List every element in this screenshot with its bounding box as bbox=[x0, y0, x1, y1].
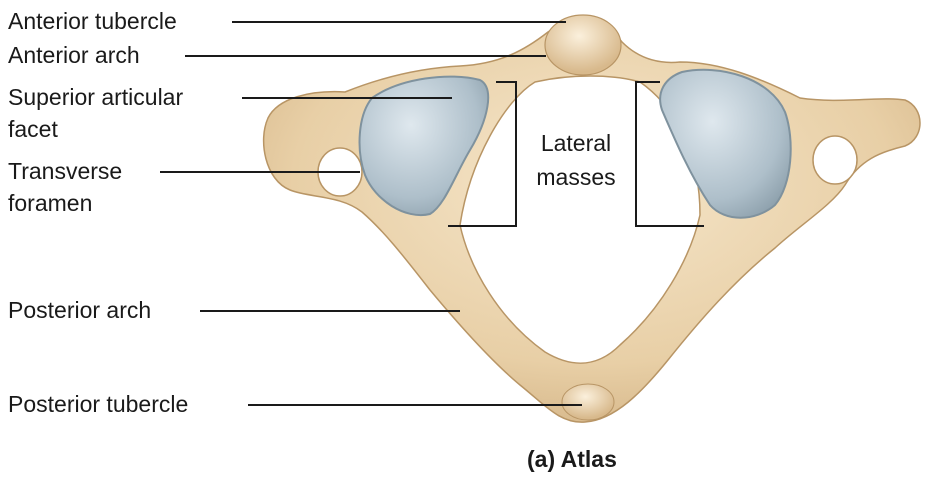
anterior-tubercle-label: Anterior tubercle bbox=[8, 4, 177, 38]
anterior-tubercle-shape bbox=[545, 15, 621, 75]
figure-caption: (a) Atlas bbox=[527, 446, 617, 473]
lateral-masses-label-line1: Lateral bbox=[526, 128, 626, 158]
atlas-bone bbox=[264, 21, 920, 422]
transverse-foramen-label-line2: foramen bbox=[8, 186, 92, 220]
lateral-masses-label-line2: masses bbox=[526, 162, 626, 192]
posterior-tubercle-shape bbox=[562, 384, 614, 420]
posterior-arch-label: Posterior arch bbox=[8, 293, 151, 327]
superior-articular-facet-label-line1: Superior articular bbox=[8, 80, 183, 114]
posterior-tubercle-label: Posterior tubercle bbox=[8, 387, 188, 421]
superior-articular-facet-label-line2: facet bbox=[8, 112, 58, 146]
right-superior-articular-facet bbox=[660, 70, 791, 218]
transverse-foramen-label-line1: Transverse bbox=[8, 154, 122, 188]
anterior-arch-label: Anterior arch bbox=[8, 38, 140, 72]
right-transverse-foramen bbox=[813, 136, 857, 184]
